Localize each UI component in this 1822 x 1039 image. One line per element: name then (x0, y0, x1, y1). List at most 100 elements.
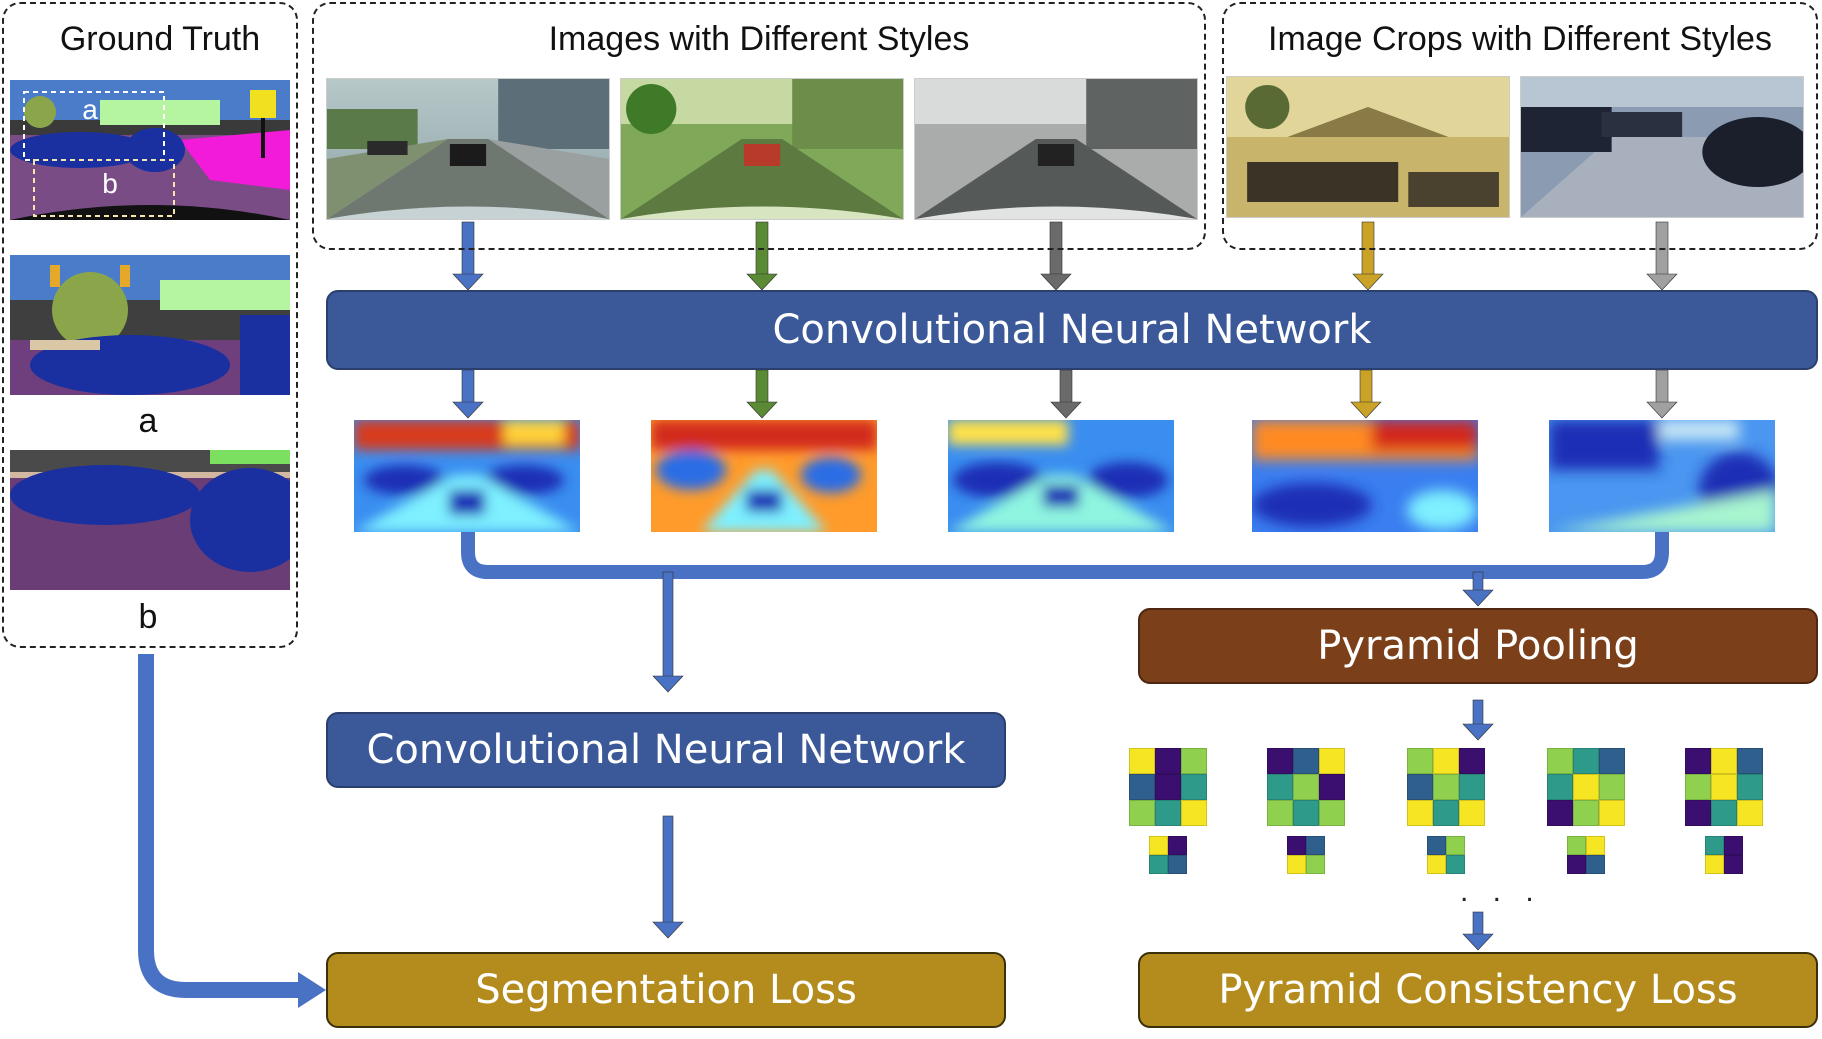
pooled-grid-cell (1573, 748, 1599, 774)
styled-image-grey (914, 78, 1198, 220)
feature-map-blue-grey-crop (1549, 420, 1775, 532)
ground-truth-crop-a (10, 255, 290, 395)
styled-image-green (620, 78, 904, 220)
arrow-pooling-to-grids (1462, 699, 1494, 741)
pooled-grid-cell (1149, 836, 1168, 855)
pooled-grid-cell (1427, 836, 1446, 855)
region-b-label: b (102, 168, 118, 199)
pooled-grid-cell (1705, 855, 1724, 874)
pooled-grid-cell (1407, 748, 1433, 774)
pooled-grid-cell (1724, 836, 1743, 855)
pooled-grid-cell (1547, 748, 1573, 774)
pooled-grid-cell (1737, 748, 1763, 774)
pooled-grid-small (1149, 836, 1187, 874)
pyramid-pooling-block: Pyramid Pooling (1138, 608, 1818, 684)
pooled-grid-cell (1181, 774, 1207, 800)
pooled-grid-cell (1573, 800, 1599, 826)
cnn-bottom-block: Convolutional Neural Network (326, 712, 1006, 788)
arrow-cnn-to-feature-map (746, 369, 778, 419)
pooled-grid-cell (1155, 800, 1181, 826)
pooled-grid-cell (1586, 855, 1605, 874)
pooled-grid-cell (1181, 748, 1207, 774)
ground-truth-panel (2, 2, 298, 648)
pooled-grid-cell (1586, 836, 1605, 855)
pyramid-ellipsis: . . . (1460, 875, 1542, 908)
arrow-cnn-to-feature-map (1050, 369, 1082, 419)
pooled-grid-small (1287, 836, 1325, 874)
pooled-grid-cell (1129, 774, 1155, 800)
pooled-grid-cell (1427, 855, 1446, 874)
arrow-cnn-to-segmentation-loss (652, 815, 684, 939)
pyramid-consistency-loss-block: Pyramid Consistency Loss (1138, 952, 1818, 1028)
pooled-grid-cell (1407, 774, 1433, 800)
pooled-grid-large (1547, 748, 1625, 826)
feature-map-green (651, 420, 877, 532)
feature-map-yellow-crop (1252, 420, 1478, 532)
arrow-merge-to-pyramid-pooling (1462, 571, 1494, 607)
ground-truth-crop-b (10, 450, 290, 590)
pooled-grid-cell (1599, 774, 1625, 800)
arrow-grids-to-consistency-loss (1462, 911, 1494, 951)
pooled-grid-cell (1567, 855, 1586, 874)
pooled-grid-cell (1547, 774, 1573, 800)
pooled-grid-cell (1293, 800, 1319, 826)
pooled-grid-cell (1711, 748, 1737, 774)
pooled-grid-cell (1685, 774, 1711, 800)
pooled-grid-cell (1599, 800, 1625, 826)
styled-crop-yellow (1226, 76, 1510, 218)
styled-images-panel (312, 2, 1206, 250)
segmentation-loss-block: Segmentation Loss (326, 952, 1006, 1028)
styled-crops-title: Image Crops with Different Styles (1268, 20, 1772, 58)
pooled-grid-cell (1737, 800, 1763, 826)
pooled-grid-cell (1319, 748, 1345, 774)
pooled-grid-cell (1168, 855, 1187, 874)
arrow-ground-truth-head (298, 972, 326, 1008)
pooled-grid-cell (1287, 855, 1306, 874)
pooled-grid-cell (1459, 800, 1485, 826)
styled-crop-blue-grey (1520, 76, 1804, 218)
pooled-grid-cell (1168, 836, 1187, 855)
pooled-grid-small (1567, 836, 1605, 874)
pooled-grid-cell (1433, 774, 1459, 800)
pooled-grid-small (1705, 836, 1743, 874)
pooled-grid-cell (1306, 855, 1325, 874)
arrow-merge-to-cnn-bottom (652, 571, 684, 693)
styled-image-original (326, 78, 610, 220)
pooled-grid-cell (1306, 836, 1325, 855)
pooled-grid-large (1407, 748, 1485, 826)
pooled-grid-large (1129, 748, 1207, 826)
feature-map-grey (948, 420, 1174, 532)
pooled-grid-cell (1711, 800, 1737, 826)
arrow-ground-truth-to-segmentation-loss (138, 654, 300, 998)
pooled-grid-cell (1685, 748, 1711, 774)
pooled-grid-cell (1267, 748, 1293, 774)
pooled-grid-cell (1433, 748, 1459, 774)
arrow-cnn-to-feature-map (1646, 369, 1678, 419)
crop-b-caption: b (138, 598, 158, 636)
pooled-grid-cell (1319, 800, 1345, 826)
pooled-grid-cell (1737, 774, 1763, 800)
pooled-grid-cell (1267, 800, 1293, 826)
pooled-grid-cell (1685, 800, 1711, 826)
feature-map-original (354, 420, 580, 532)
arrow-cnn-to-feature-map (1350, 369, 1382, 419)
pooled-grid-cell (1129, 800, 1155, 826)
pooled-grid-cell (1267, 774, 1293, 800)
region-a-label: a (82, 94, 98, 125)
pooled-grid-cell (1293, 748, 1319, 774)
pooled-grid-cell (1547, 800, 1573, 826)
pooled-grid-cell (1129, 748, 1155, 774)
pooled-grid-cell (1446, 836, 1465, 855)
pooled-grid-cell (1181, 800, 1207, 826)
ground-truth-title: Ground Truth (59, 20, 261, 58)
arrow-cnn-to-feature-map (452, 369, 484, 419)
pooled-grid-cell (1319, 774, 1345, 800)
pooled-grid-cell (1155, 748, 1181, 774)
pooled-grid-cell (1149, 855, 1168, 874)
feature-merge-connector (461, 532, 1669, 579)
pooled-grid-large (1267, 748, 1345, 826)
pooled-grid-cell (1567, 836, 1586, 855)
pooled-grid-cell (1287, 836, 1306, 855)
pooled-grid-cell (1155, 774, 1181, 800)
